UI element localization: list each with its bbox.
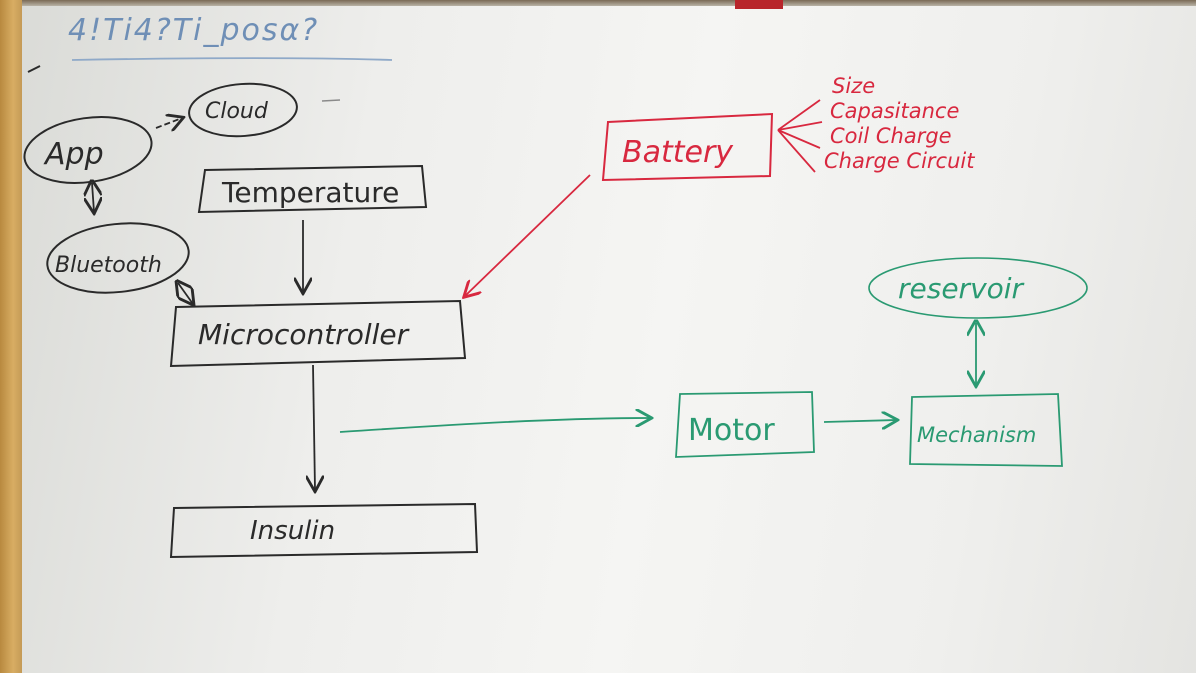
stray-dash — [321, 99, 341, 102]
stray-mark — [27, 65, 41, 73]
micro-to-motor-arrow — [339, 418, 650, 433]
reservoir-ellipse — [868, 257, 1088, 319]
cloud-label: Cloud — [205, 99, 269, 124]
reservoir-node: reservoir — [868, 257, 1088, 319]
microcontroller-label: Microcontroller — [198, 318, 410, 351]
mechanism-node: Mechanism — [909, 393, 1063, 467]
cloud-node: Cloud — [188, 82, 298, 138]
reservoir-label: reservoir — [898, 272, 1025, 305]
motor-to-mechanism-arrow — [823, 420, 896, 422]
bluetooth-ellipse — [46, 222, 190, 294]
battery-to-micro-arrow — [465, 174, 591, 296]
insulin-node: Insulin — [169, 502, 479, 559]
app-bluetooth-arrow — [92, 183, 94, 212]
whiteboard-left-frame — [0, 0, 22, 673]
bluetooth-micro-arrow — [178, 283, 193, 304]
motor-box — [675, 391, 815, 458]
red-marker-tag — [735, 0, 783, 9]
battery-box — [601, 112, 774, 182]
app-node: App — [23, 116, 153, 184]
temperature-node: Temperature — [197, 164, 428, 214]
insulin-label: Insulin — [250, 516, 335, 546]
battery-factor-item: Charge Circuit — [824, 149, 975, 173]
factor-line-charge-circuit — [777, 129, 816, 173]
bluetooth-node: Bluetooth — [46, 222, 190, 294]
whiteboard-top-frame — [0, 0, 1196, 6]
battery-factor-lines — [777, 99, 823, 173]
motor-label: Motor — [688, 413, 775, 448]
bluetooth-label: Bluetooth — [55, 253, 162, 278]
header-scribble: 4!Ti4?Ti_posα? — [68, 13, 319, 48]
mechanism-box — [909, 393, 1063, 467]
battery-factor-item: Size — [832, 74, 875, 98]
cloud-ellipse — [188, 82, 298, 138]
battery-node: Battery — [601, 112, 774, 182]
battery-factor-item: Coil Charge — [830, 124, 952, 148]
microcontroller-node: Microcontroller — [169, 299, 467, 368]
temperature-label: Temperature — [221, 176, 399, 209]
header-underline — [71, 57, 393, 61]
battery-factor-list: Size Capasitance Coil Charge Charge Circ… — [824, 74, 975, 173]
micro-to-insulin-arrow — [313, 364, 315, 490]
factor-line-size — [777, 99, 821, 131]
mechanism-label: Mechanism — [917, 423, 1036, 447]
temperature-box — [197, 164, 428, 214]
battery-label: Battery — [622, 135, 734, 170]
app-label: App — [43, 137, 104, 172]
factor-line-coil — [777, 129, 821, 149]
battery-factor-item: Capasitance — [830, 99, 959, 123]
motor-node: Motor — [675, 391, 815, 458]
microcontroller-box — [169, 299, 467, 368]
factor-line-capasitance — [777, 121, 823, 131]
insulin-box — [169, 502, 479, 559]
app-to-cloud-arrow — [155, 118, 182, 128]
